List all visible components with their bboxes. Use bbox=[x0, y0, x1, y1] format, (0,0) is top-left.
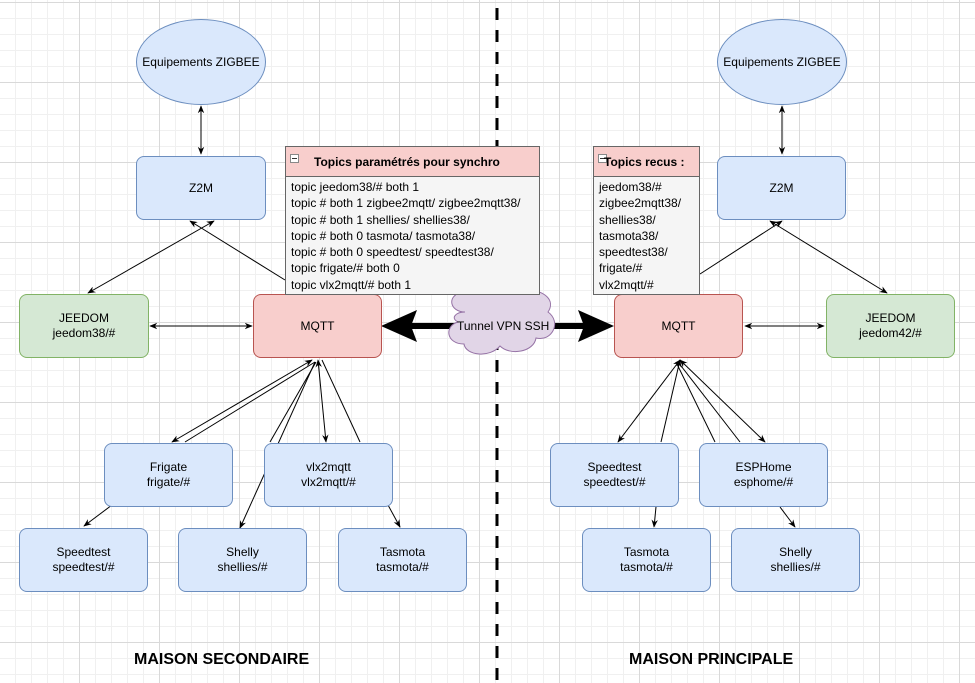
tunnel-label: Tunnel VPN SSH bbox=[457, 319, 550, 333]
zigbee-devices-right[interactable]: Equipements ZIGBEE bbox=[717, 19, 847, 105]
topic-line: shellies38/ bbox=[599, 212, 656, 227]
z2m-left[interactable]: Z2M bbox=[136, 156, 266, 220]
node-label: Speedtest bbox=[587, 460, 642, 474]
edge-z2m-jeedom-left bbox=[87, 220, 215, 294]
speedtest-right[interactable]: Speedtest speedtest/# bbox=[550, 443, 679, 507]
mqtt-right[interactable]: MQTT bbox=[614, 294, 743, 358]
edge-frigate-speedtest bbox=[83, 504, 113, 527]
topic-line: vlx2mqtt/# bbox=[599, 277, 654, 292]
topics-config-panel[interactable]: Topics paramétrés pour synchro topic jee… bbox=[285, 146, 540, 295]
topic-line: topic vlx2mqtt/# both 1 bbox=[291, 277, 412, 292]
node-label: Equipements ZIGBEE bbox=[723, 54, 841, 69]
frigate-left[interactable]: Frigate frigate/# bbox=[104, 443, 233, 507]
edge-z2m-jeedom-right bbox=[769, 220, 888, 294]
edge-mqtt-tasmota-right bbox=[660, 359, 682, 443]
node-label: JEEDOM bbox=[58, 311, 109, 325]
node-label: Speedtest bbox=[56, 545, 111, 559]
tunnel-arrowhead-left bbox=[381, 310, 417, 342]
edge-esphome-shelly-right bbox=[779, 506, 796, 528]
panel-body: topic jeedom38/# both 1 topic # both 1 z… bbox=[286, 177, 539, 293]
topic-line: topic # both 1 zigbee2mqtt/ zigbee2mqtt3… bbox=[291, 196, 521, 211]
node-topic: tasmota/# bbox=[376, 560, 429, 574]
tasmota-right[interactable]: Tasmota tasmota/# bbox=[582, 528, 711, 592]
node-label: Equipements ZIGBEE bbox=[142, 54, 260, 69]
topic-line: jeedom38/# bbox=[599, 180, 662, 194]
node-topic: shellies/# bbox=[770, 560, 821, 574]
topic-line: topic # both 1 shellies/ shellies38/ bbox=[291, 212, 470, 227]
node-topic: shellies/# bbox=[217, 560, 268, 574]
node-topic: speedtest/# bbox=[583, 475, 646, 489]
panel-body: jeedom38/# zigbee2mqtt38/ shellies38/ ta… bbox=[594, 177, 699, 293]
panel-title: Topics paramétrés pour synchro bbox=[314, 155, 500, 169]
section-label-secondary: MAISON SECONDAIRE bbox=[134, 651, 310, 668]
edge-z2m-mqtt-right bbox=[699, 220, 783, 275]
section-label-primary: MAISON PRINCIPALE bbox=[629, 651, 794, 668]
node-topic: jeedom38/# bbox=[52, 326, 116, 340]
node-label: Frigate bbox=[149, 460, 188, 474]
edge-speedtest-tasmota-right bbox=[651, 506, 658, 528]
shelly-left[interactable]: Shelly shellies/# bbox=[178, 528, 307, 592]
edge-mqtt-frigate bbox=[171, 359, 313, 443]
topic-line: tasmota38/ bbox=[599, 228, 659, 243]
mqtt-left[interactable]: MQTT bbox=[253, 294, 382, 358]
panel-header: Topics recus : bbox=[594, 147, 699, 177]
edge-z2m-mqtt-left bbox=[189, 220, 286, 281]
topics-received-panel[interactable]: Topics recus : jeedom38/# zigbee2mqtt38/… bbox=[593, 146, 700, 295]
node-topic: tasmota/# bbox=[620, 560, 673, 574]
edge-vlx-mqtt-2 bbox=[321, 359, 361, 443]
edge-mqtt-speedtest-right bbox=[617, 359, 681, 443]
edge-vlx-tasmota bbox=[387, 504, 401, 528]
node-label: Z2M bbox=[769, 180, 794, 195]
edge-vlx-mqtt-3 bbox=[269, 361, 317, 443]
vlx2mqtt-left[interactable]: vlx2mqtt vlx2mqtt/# bbox=[264, 443, 393, 507]
node-topic: frigate/# bbox=[146, 475, 191, 489]
topic-line: topic jeedom38/# both 1 bbox=[291, 180, 420, 194]
node-label: MQTT bbox=[661, 318, 696, 333]
jeedom-left[interactable]: JEEDOM jeedom38/# bbox=[19, 294, 149, 358]
edge-mqtt-vlx bbox=[315, 359, 329, 443]
node-label: Tasmota bbox=[379, 545, 426, 559]
node-label: Shelly bbox=[226, 545, 259, 559]
jeedom-right[interactable]: JEEDOM jeedom42/# bbox=[826, 294, 955, 358]
tunnel-arrowhead-right bbox=[578, 310, 614, 342]
node-label: Tasmota bbox=[623, 545, 670, 559]
zigbee-devices-left[interactable]: Equipements ZIGBEE bbox=[136, 19, 266, 105]
edge-esphome-mqtt-2 bbox=[677, 361, 741, 443]
edge-mqtt-esphome bbox=[679, 359, 766, 443]
node-label: ESPHome bbox=[735, 460, 792, 474]
edge-frigate-mqtt bbox=[184, 361, 316, 443]
node-topic: speedtest/# bbox=[52, 560, 115, 574]
topic-line: speedtest38/ bbox=[599, 245, 668, 260]
topic-line: frigate/# bbox=[599, 261, 643, 276]
node-topic: esphome/# bbox=[733, 475, 794, 489]
topic-line: topic frigate/# both 0 bbox=[291, 261, 400, 276]
node-topic: jeedom42/# bbox=[859, 326, 922, 340]
collapse-icon[interactable] bbox=[290, 154, 299, 163]
esphome-right[interactable]: ESPHome esphome/# bbox=[699, 443, 828, 507]
node-label: Z2M bbox=[189, 180, 213, 195]
collapse-icon[interactable] bbox=[598, 154, 607, 163]
panel-header: Topics paramétrés pour synchro bbox=[286, 147, 539, 177]
topic-line: zigbee2mqtt38/ bbox=[599, 196, 682, 211]
panel-title: Topics recus : bbox=[604, 155, 685, 169]
node-topic: vlx2mqtt/# bbox=[301, 475, 356, 489]
topic-line: topic # both 0 tasmota/ tasmota38/ bbox=[291, 228, 476, 243]
node-label: vlx2mqtt bbox=[306, 460, 351, 474]
node-label: Shelly bbox=[779, 545, 812, 559]
node-label: JEEDOM bbox=[865, 311, 916, 325]
z2m-right[interactable]: Z2M bbox=[717, 156, 846, 220]
shelly-right[interactable]: Shelly shellies/# bbox=[731, 528, 860, 592]
node-label: MQTT bbox=[300, 318, 335, 333]
edge-esphome-mqtt-3 bbox=[675, 361, 716, 443]
speedtest-left[interactable]: Speedtest speedtest/# bbox=[19, 528, 148, 592]
topic-line: topic # both 0 speedtest/ speedtest38/ bbox=[291, 245, 494, 260]
tasmota-left[interactable]: Tasmota tasmota/# bbox=[338, 528, 467, 592]
